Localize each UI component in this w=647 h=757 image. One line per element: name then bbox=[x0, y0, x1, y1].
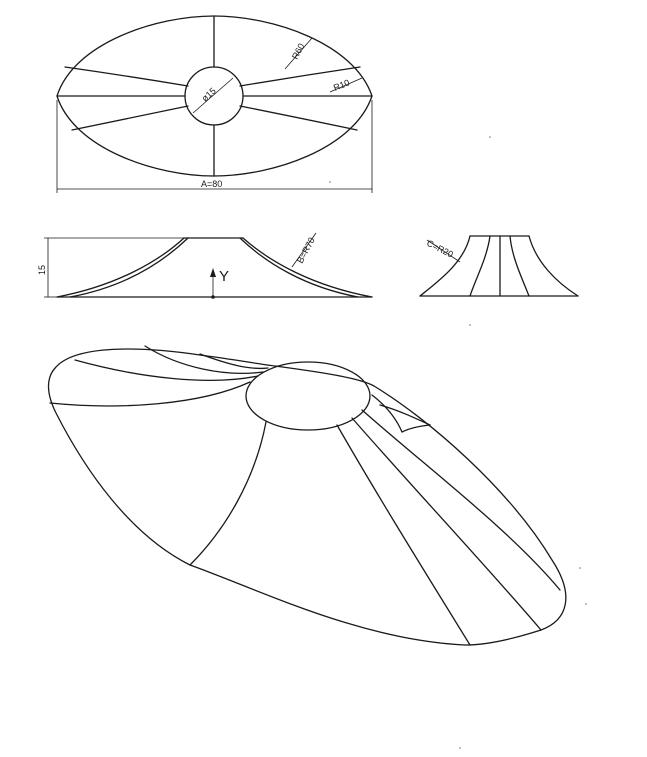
side-view-inner-left bbox=[469, 235, 491, 297]
height-label: 15 bbox=[37, 265, 47, 275]
front-view-left-profile-inner bbox=[69, 237, 189, 298]
y-axis-label: Y bbox=[219, 268, 229, 285]
y-axis-origin bbox=[211, 295, 215, 299]
iso-front-rib bbox=[189, 421, 267, 566]
side-view-right-profile bbox=[528, 235, 579, 297]
speck bbox=[329, 181, 331, 183]
front-view-right-profile-inner bbox=[239, 237, 359, 298]
top-view-rib-right-3 bbox=[239, 105, 358, 131]
radius-b-leader bbox=[291, 232, 317, 268]
iso-right-rib-6 bbox=[401, 424, 431, 433]
length-label: A=80 bbox=[201, 179, 222, 189]
radius-c-leader bbox=[426, 239, 461, 263]
iso-right-rib-1 bbox=[336, 424, 471, 646]
speck bbox=[585, 603, 587, 605]
iso-outline bbox=[47, 348, 567, 646]
side-view-inner-right bbox=[509, 235, 530, 297]
r60-label: R60 bbox=[290, 42, 307, 61]
hole-diameter-leader bbox=[192, 77, 234, 114]
iso-top-disk bbox=[245, 361, 371, 431]
front-view-right-profile-outer bbox=[242, 237, 373, 298]
y-axis-arrow bbox=[210, 268, 216, 277]
hole-diameter-label: ø15 bbox=[200, 86, 218, 104]
speck bbox=[459, 747, 461, 749]
iso-right-rib-3 bbox=[361, 409, 561, 591]
top-view-rib-right-1 bbox=[239, 66, 361, 87]
top-view-rib-left-1 bbox=[64, 66, 189, 87]
iso-left-rib-3 bbox=[199, 353, 269, 370]
side-view-left-profile bbox=[419, 235, 471, 297]
speck bbox=[579, 567, 581, 569]
iso-right-rib-5 bbox=[379, 404, 431, 426]
speck bbox=[489, 136, 491, 138]
radius-c-label: C=R20 bbox=[425, 238, 455, 260]
isometric-view bbox=[47, 345, 567, 646]
front-view-left-profile-outer bbox=[56, 237, 185, 298]
top-view: R60 R10 ø15 A=80 bbox=[56, 15, 373, 193]
top-view-rib-left-3 bbox=[71, 105, 189, 131]
speck bbox=[469, 324, 471, 326]
iso-left-rib-1 bbox=[74, 359, 259, 381]
r10-leader bbox=[329, 77, 363, 93]
iso-left-rib-2 bbox=[144, 345, 264, 374]
radius-b-label: B=R70 bbox=[295, 236, 317, 265]
iso-left-rim bbox=[49, 381, 251, 407]
scan-specks bbox=[329, 136, 587, 749]
r10-label: R10 bbox=[332, 77, 351, 92]
front-view: 15 B=R70 Y bbox=[37, 232, 373, 299]
iso-right-rib-4 bbox=[371, 394, 403, 433]
r60-leader bbox=[284, 37, 313, 70]
iso-right-rib-2 bbox=[351, 417, 542, 631]
side-view: C=R20 bbox=[419, 235, 579, 297]
